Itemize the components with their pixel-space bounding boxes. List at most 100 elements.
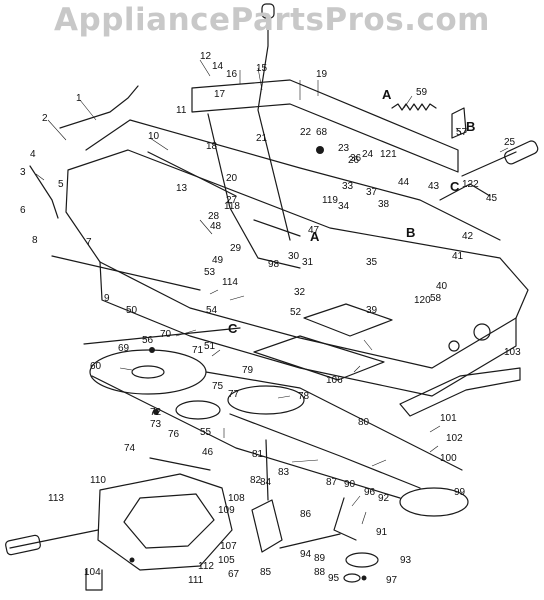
part-label[interactable]: 122	[462, 179, 479, 190]
part-label[interactable]: 18	[206, 141, 218, 152]
part-label[interactable]: 111	[188, 575, 204, 586]
part-label[interactable]: 107	[220, 541, 237, 552]
part-label[interactable]: 29	[230, 243, 242, 254]
part-label[interactable]: 15	[256, 63, 268, 74]
part-label[interactable]: 26	[348, 155, 360, 166]
part-label[interactable]: 23	[338, 143, 350, 154]
part-label[interactable]: 102	[446, 433, 463, 444]
part-label[interactable]: 96	[364, 487, 376, 498]
part-label[interactable]: 21	[256, 133, 268, 144]
part-label[interactable]: 2	[42, 113, 48, 124]
part-label[interactable]: 59	[416, 87, 428, 98]
part-label[interactable]: 118	[224, 201, 240, 212]
part-label[interactable]: 97	[386, 575, 398, 586]
part-label[interactable]: 104	[84, 567, 101, 578]
part-label[interactable]: 74	[124, 443, 136, 454]
part-label[interactable]: 20	[226, 173, 238, 184]
part-label[interactable]: 110	[90, 475, 106, 486]
part-label[interactable]: 11	[176, 105, 187, 116]
part-label[interactable]: 71	[192, 345, 204, 356]
part-label[interactable]: 30	[288, 251, 300, 262]
part-label[interactable]: 77	[228, 389, 240, 400]
part-label[interactable]: 36	[350, 153, 362, 164]
part-label[interactable]: 90	[344, 479, 356, 490]
part-label[interactable]: 112	[198, 561, 214, 572]
part-label[interactable]: 1	[76, 93, 82, 104]
part-label[interactable]: 33	[342, 181, 354, 192]
part-label[interactable]: 44	[398, 177, 410, 188]
part-label[interactable]: 120	[414, 295, 431, 306]
part-label[interactable]: 9	[104, 293, 110, 304]
part-label[interactable]: 98	[268, 259, 280, 270]
part-label[interactable]: 113	[48, 493, 64, 504]
part-label[interactable]: 78	[298, 391, 310, 402]
part-label[interactable]: 31	[302, 257, 314, 268]
part-label[interactable]: 100	[440, 453, 457, 464]
part-label[interactable]: 45	[486, 193, 498, 204]
part-label[interactable]: 19	[316, 69, 328, 80]
part-label[interactable]: 121	[380, 149, 397, 160]
part-label[interactable]: 25	[504, 137, 516, 148]
part-label[interactable]: 40	[436, 281, 448, 292]
part-label[interactable]: 8	[32, 235, 38, 246]
part-label[interactable]: 56	[142, 335, 154, 346]
part-label[interactable]: 48	[210, 221, 222, 232]
part-label[interactable]: 119	[322, 195, 338, 206]
part-label[interactable]: 55	[200, 427, 212, 438]
part-label[interactable]: 5	[58, 179, 64, 190]
part-label[interactable]: 92	[378, 493, 390, 504]
part-label[interactable]: 94	[300, 549, 312, 560]
part-label[interactable]: 88	[314, 567, 326, 578]
part-label[interactable]: 114	[222, 277, 238, 288]
part-label[interactable]: 10	[148, 131, 160, 142]
part-label[interactable]: 73	[150, 419, 162, 430]
part-label[interactable]: 13	[176, 183, 188, 194]
part-label[interactable]: 39	[366, 305, 378, 316]
part-label[interactable]: 34	[338, 201, 350, 212]
part-label[interactable]: 4	[30, 149, 36, 160]
part-label[interactable]: 72	[150, 407, 162, 418]
part-label[interactable]: 17	[214, 89, 226, 100]
part-label[interactable]: 85	[260, 567, 272, 578]
part-label[interactable]: 49	[212, 255, 224, 266]
part-label[interactable]: 106	[326, 375, 343, 386]
part-label[interactable]: 57	[456, 127, 468, 138]
part-label[interactable]: 79	[242, 365, 254, 376]
part-label[interactable]: 99	[454, 487, 466, 498]
part-label[interactable]: 58	[430, 293, 442, 304]
part-label[interactable]: 54	[206, 305, 218, 316]
part-label[interactable]: 53	[204, 267, 216, 278]
part-label[interactable]: 50	[126, 305, 138, 316]
part-label[interactable]: 28	[208, 211, 220, 222]
part-label[interactable]: 75	[212, 381, 224, 392]
part-label[interactable]: 69	[118, 343, 130, 354]
part-label[interactable]: 82	[250, 475, 262, 486]
part-label[interactable]: 60	[90, 361, 102, 372]
part-label[interactable]: 83	[278, 467, 290, 478]
part-label[interactable]: 12	[200, 51, 212, 62]
part-label[interactable]: 14	[212, 61, 224, 72]
part-label[interactable]: 38	[378, 199, 390, 210]
part-label[interactable]: 32	[294, 287, 306, 298]
part-label[interactable]: 24	[362, 149, 374, 160]
part-label[interactable]: 109	[218, 505, 235, 516]
part-label[interactable]: 7	[86, 237, 92, 248]
part-label[interactable]: 89	[314, 553, 326, 564]
part-label[interactable]: 51	[204, 341, 216, 352]
part-label[interactable]: 3	[20, 167, 26, 178]
part-label[interactable]: 68	[316, 127, 328, 138]
part-label[interactable]: 101	[440, 413, 457, 424]
part-label[interactable]: 42	[462, 231, 474, 242]
part-label[interactable]: 103	[504, 347, 521, 358]
part-label[interactable]: 95	[328, 573, 340, 584]
part-label[interactable]: 87	[326, 477, 338, 488]
part-label[interactable]: 47	[308, 225, 320, 236]
part-label[interactable]: 108	[228, 493, 245, 504]
part-label[interactable]: 80	[358, 417, 370, 428]
part-label[interactable]: 81	[252, 449, 264, 460]
part-label[interactable]: 84	[260, 477, 272, 488]
part-label[interactable]: 91	[376, 527, 388, 538]
part-label[interactable]: 46	[202, 447, 214, 458]
part-label[interactable]: 86	[300, 509, 312, 520]
part-label[interactable]: 22	[300, 127, 312, 138]
